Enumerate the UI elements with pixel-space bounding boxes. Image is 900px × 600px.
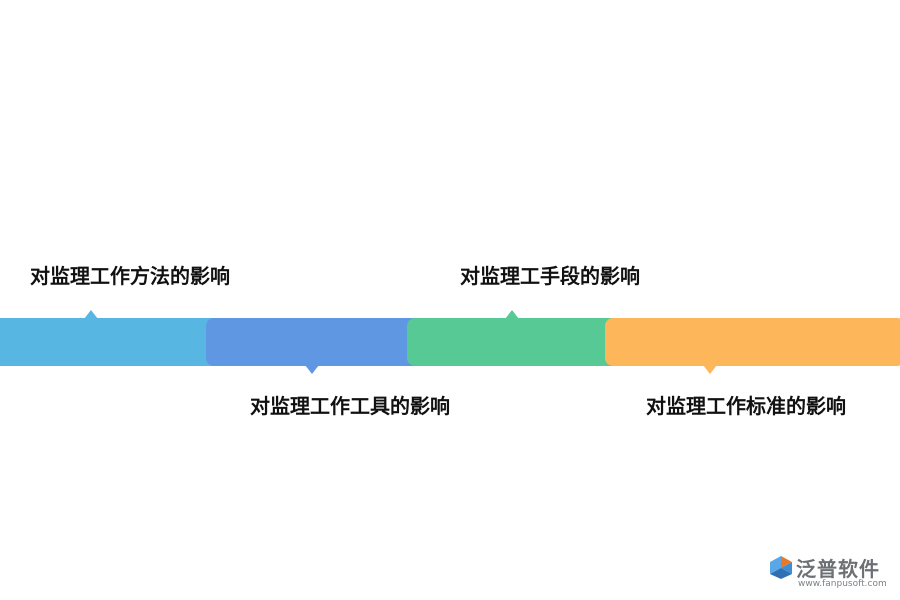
pointer-down-triangle-4 bbox=[703, 365, 717, 374]
logo-url: www.fanpusoft.com bbox=[798, 579, 887, 589]
timeline-segment-1 bbox=[0, 318, 226, 366]
logo-icon bbox=[770, 556, 792, 579]
logo-name: 泛普软件 bbox=[796, 557, 880, 581]
item-label-2: 对监理工作工具的影响 bbox=[250, 394, 450, 418]
brand-logo: 泛普软件 www.fanpusoft.com bbox=[768, 552, 898, 596]
item-label-3: 对监理工手段的影响 bbox=[460, 264, 640, 288]
pointer-down-triangle-2 bbox=[305, 365, 319, 374]
pointer-up-triangle-3 bbox=[505, 310, 519, 319]
item-label-1: 对监理工作方法的影响 bbox=[30, 264, 230, 288]
timeline-segment-3 bbox=[407, 318, 633, 366]
pointer-up-triangle-1 bbox=[84, 310, 98, 319]
timeline-segment-2 bbox=[206, 318, 432, 366]
timeline-segment-4 bbox=[605, 318, 900, 366]
item-label-4: 对监理工作标准的影响 bbox=[646, 394, 846, 418]
